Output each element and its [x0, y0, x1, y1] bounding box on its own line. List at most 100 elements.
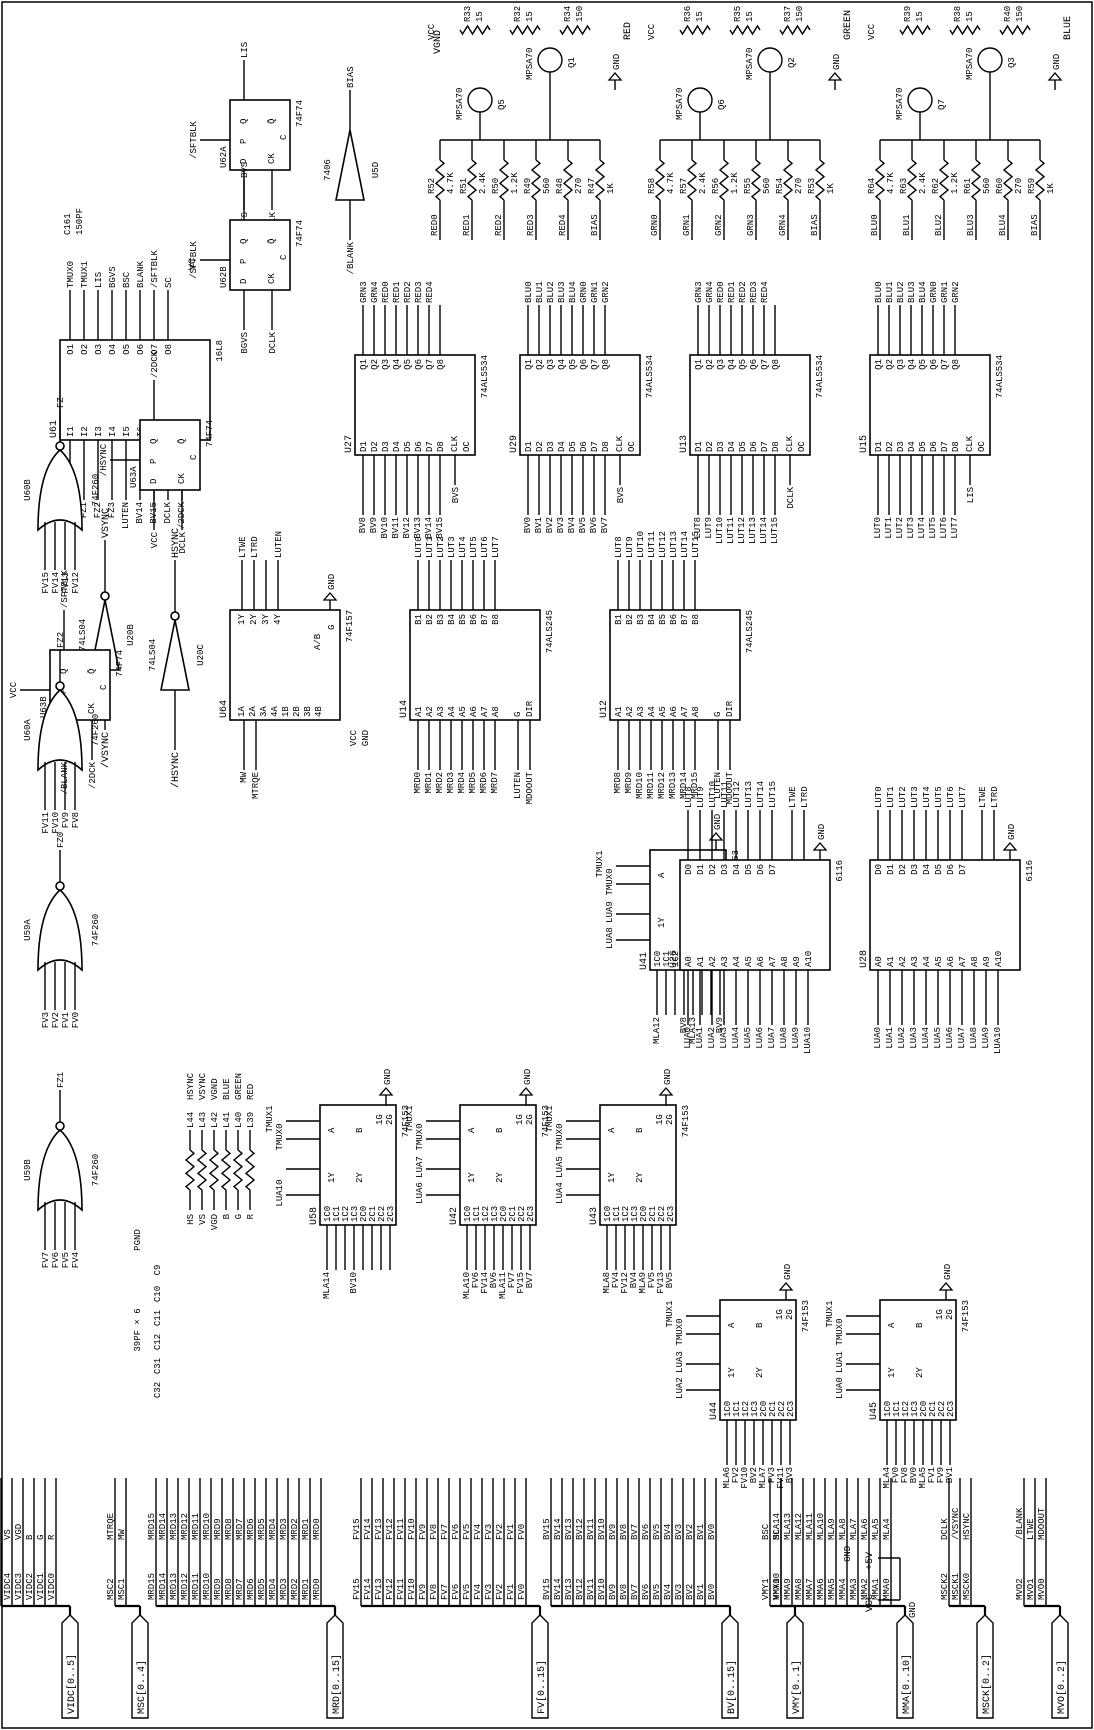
flipflop-q: /2DCK [150, 350, 160, 378]
latch-d: BV5 [578, 517, 588, 533]
pin-label: A2 [898, 956, 908, 967]
mux-input: BV10 [349, 1272, 359, 1294]
resistor [196, 1149, 208, 1191]
transistor-part: MPSA70 [745, 48, 755, 80]
pin-label: 4Y [273, 613, 283, 624]
latch-clock: BVS [616, 487, 626, 503]
bus-net-alias: MRD9 [213, 1518, 223, 1540]
ram-data: LUT13 [744, 781, 754, 808]
mux-input: BV0 [909, 1467, 919, 1483]
latch-d: LUT0 [873, 517, 883, 539]
resistor-value: 1.2K [510, 172, 520, 194]
pin-label: D [239, 279, 249, 284]
pin-label: 2C0 [759, 1401, 769, 1417]
ram-address: LUA6 [945, 1027, 955, 1049]
latch-U15 [869, 354, 991, 456]
pin-label: 1C2 [621, 1206, 631, 1222]
latch-q: BLU3 [557, 281, 567, 303]
bus-net-alias: MRD5 [257, 1518, 267, 1540]
pin-label: 1C1 [732, 1401, 742, 1417]
bus-net: FV4 [473, 1584, 483, 1600]
ground-symbol [518, 1087, 534, 1096]
pin-label: D7 [768, 864, 778, 875]
bus-net-alias: BV4 [663, 1524, 673, 1540]
pin-label: CLK [785, 435, 795, 452]
pin-label: Q1 [874, 359, 884, 370]
ref-designator: U12 [599, 700, 610, 718]
buffer-a: MRD7 [490, 772, 500, 794]
mux-input: BV9 [715, 1017, 725, 1033]
ram-data: LUT9 [696, 786, 706, 808]
bus-net: FV0 [517, 1584, 527, 1600]
buffer-control: MDOOUT [725, 771, 735, 804]
bus-net: BV11 [586, 1578, 596, 1600]
mux-U43 [599, 1104, 677, 1226]
bus-net: VIDC0 [47, 1573, 57, 1600]
pin-label: CLK [450, 435, 460, 452]
bus-net-alias: MLA11 [805, 1513, 815, 1540]
transistor-ref: Q1 [567, 57, 577, 68]
ram-data: LUT1 [886, 786, 896, 808]
part-number: 74F74 [205, 420, 215, 447]
pin-label: D1 [359, 441, 369, 452]
bus-net: MRD8 [224, 1578, 234, 1600]
pin-label: D3 [896, 441, 906, 452]
ram-address: LUA9 [981, 1027, 991, 1049]
mux-input: FV2 [731, 1467, 741, 1483]
transistor-ref: Q2 [787, 57, 797, 68]
gate-input: FV0 [71, 1012, 81, 1028]
bus-net: MMA10 [772, 1573, 782, 1600]
latch-U27 [354, 354, 476, 456]
part-number: 74ALS534 [815, 355, 825, 398]
resistor [970, 159, 982, 201]
latch-q: RED4 [425, 281, 435, 303]
pin-label: A2 [425, 706, 435, 717]
bus-net-alias: R [47, 1534, 57, 1540]
mux-select: TMUX1 [665, 1300, 675, 1327]
mux-input: MLA10 [462, 1272, 472, 1299]
pin-label: A [327, 1127, 337, 1133]
bus-net: FV10 [407, 1578, 417, 1600]
mux-input: MLA4 [882, 1467, 892, 1489]
latch-d: LUT3 [906, 517, 916, 539]
pin-label: OC [797, 441, 807, 452]
ref-designator: U59A [23, 919, 33, 941]
resistor-ref: R48 [555, 178, 565, 194]
ref-designator: U45 [869, 1402, 880, 1420]
resistor [654, 159, 666, 201]
pin-label: 1C3 [350, 1206, 360, 1222]
ram-address: LUA7 [957, 1027, 967, 1049]
pin-label: Q [239, 239, 249, 244]
dac-input: GRN0 [650, 214, 660, 236]
bus-net: FV13 [374, 1578, 384, 1600]
mux-U45 [879, 1299, 957, 1421]
mux-output: LUA10 [275, 1179, 285, 1206]
pin-label: D2 [885, 441, 895, 452]
bus-net-alias: MLA5 [871, 1518, 881, 1540]
pin-label: Q6 [414, 359, 424, 370]
ram-address: LUA1 [885, 1027, 895, 1049]
ground-label: GND [832, 54, 842, 70]
bus-port-flag [131, 1614, 149, 1719]
resistor-ref: R38 [953, 6, 963, 22]
pin-label: CK [267, 273, 277, 284]
pin-label: I4 [108, 426, 118, 437]
pin-label: D7 [425, 441, 435, 452]
mux-select: TMUX1 [545, 1105, 555, 1132]
pin-label: DIR [525, 700, 535, 717]
pin-label: Q2 [705, 359, 715, 370]
resistor-ref: R58 [647, 178, 657, 194]
dac-color-output: BLUE [1063, 16, 1074, 40]
pin-label: A0 [684, 956, 694, 967]
ram-address: LUA6 [755, 1027, 765, 1049]
buffer-control: MDOOUT [525, 771, 535, 804]
pin-label: A8 [691, 706, 701, 717]
ref-designator: U62A [219, 146, 229, 168]
resistor-ref: R57 [679, 178, 689, 194]
flipflop-preset: VCC [9, 681, 19, 698]
ref-designator: U58 [309, 1207, 320, 1225]
pin-label: D1 [694, 441, 704, 452]
bus-net: FV3 [484, 1584, 494, 1600]
bus-net-alias: MRD14 [158, 1513, 168, 1540]
